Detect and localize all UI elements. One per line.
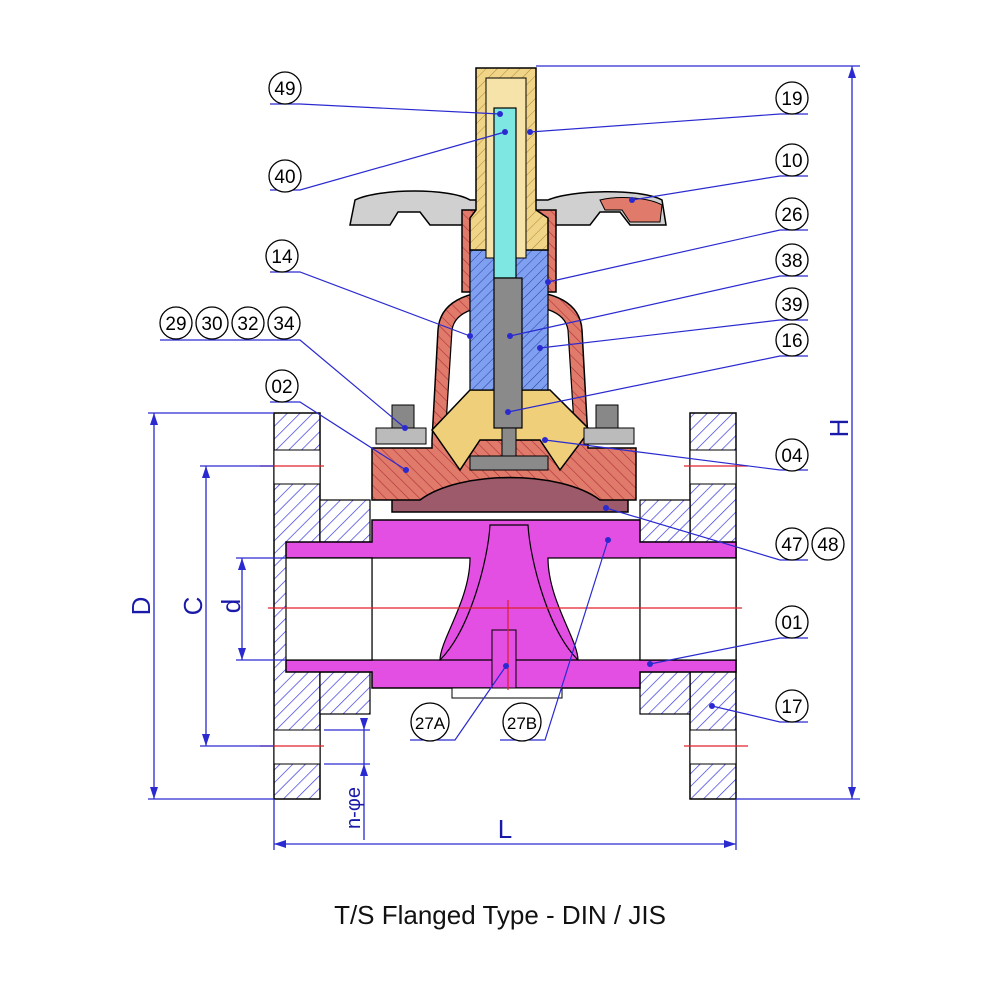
callout-30: 30: [195, 306, 229, 340]
callout-27B: 27B: [502, 702, 542, 742]
svg-text:30: 30: [201, 314, 222, 335]
svg-text:17: 17: [781, 697, 802, 718]
svg-text:01: 01: [781, 613, 802, 634]
callout-49: 49: [268, 71, 302, 105]
callout-27A: 27A: [410, 702, 450, 742]
callout-29: 29: [159, 306, 193, 340]
callout-17: 17: [775, 689, 809, 723]
callout-34: 34: [267, 306, 301, 340]
callout-38: 38: [775, 243, 809, 277]
valve-stem: [469, 277, 549, 471]
dim-H: H: [824, 419, 854, 438]
dim-C: C: [178, 597, 208, 616]
svg-text:02: 02: [271, 377, 292, 398]
dim-L: L: [498, 814, 512, 844]
svg-text:14: 14: [271, 247, 293, 268]
svg-text:29: 29: [165, 314, 186, 335]
callout-32: 32: [231, 306, 265, 340]
valve-body-lining: [285, 519, 737, 699]
callout-02: 02: [265, 369, 299, 403]
callout-04: 04: [775, 438, 809, 472]
svg-text:47: 47: [781, 535, 802, 556]
callout-14: 14: [265, 239, 299, 273]
svg-text:40: 40: [274, 167, 295, 188]
bonnet-bolts: [375, 404, 635, 445]
svg-text:49: 49: [274, 79, 295, 100]
svg-text:26: 26: [781, 205, 802, 226]
dimension-arrows: [150, 66, 856, 848]
callout-16: 16: [775, 323, 809, 357]
svg-text:16: 16: [781, 331, 802, 352]
callout-26: 26: [775, 197, 809, 231]
callout-39: 39: [775, 287, 809, 321]
svg-text:48: 48: [817, 535, 838, 556]
callout-01: 01: [775, 605, 809, 639]
svg-text:19: 19: [781, 89, 802, 110]
dim-d: d: [216, 599, 246, 613]
callout-19: 19: [775, 81, 809, 115]
svg-text:04: 04: [781, 446, 803, 467]
callout-47: 47: [775, 527, 809, 561]
leader-dots: [402, 111, 715, 709]
figure-caption: T/S Flanged Type - DIN / JIS: [334, 900, 666, 930]
dim-D: D: [126, 597, 156, 616]
svg-text:27B: 27B: [507, 714, 537, 733]
callout-40: 40: [268, 159, 302, 193]
svg-text:39: 39: [781, 295, 802, 316]
callout-10: 10: [775, 143, 809, 177]
svg-text:38: 38: [781, 251, 802, 272]
svg-text:32: 32: [237, 314, 258, 335]
dimension-lines: [148, 65, 860, 850]
svg-text:10: 10: [781, 151, 802, 172]
callout-48: 48: [811, 527, 845, 561]
dim-ne: n-φe: [343, 787, 365, 829]
svg-text:27A: 27A: [415, 714, 446, 733]
svg-text:34: 34: [273, 314, 295, 335]
